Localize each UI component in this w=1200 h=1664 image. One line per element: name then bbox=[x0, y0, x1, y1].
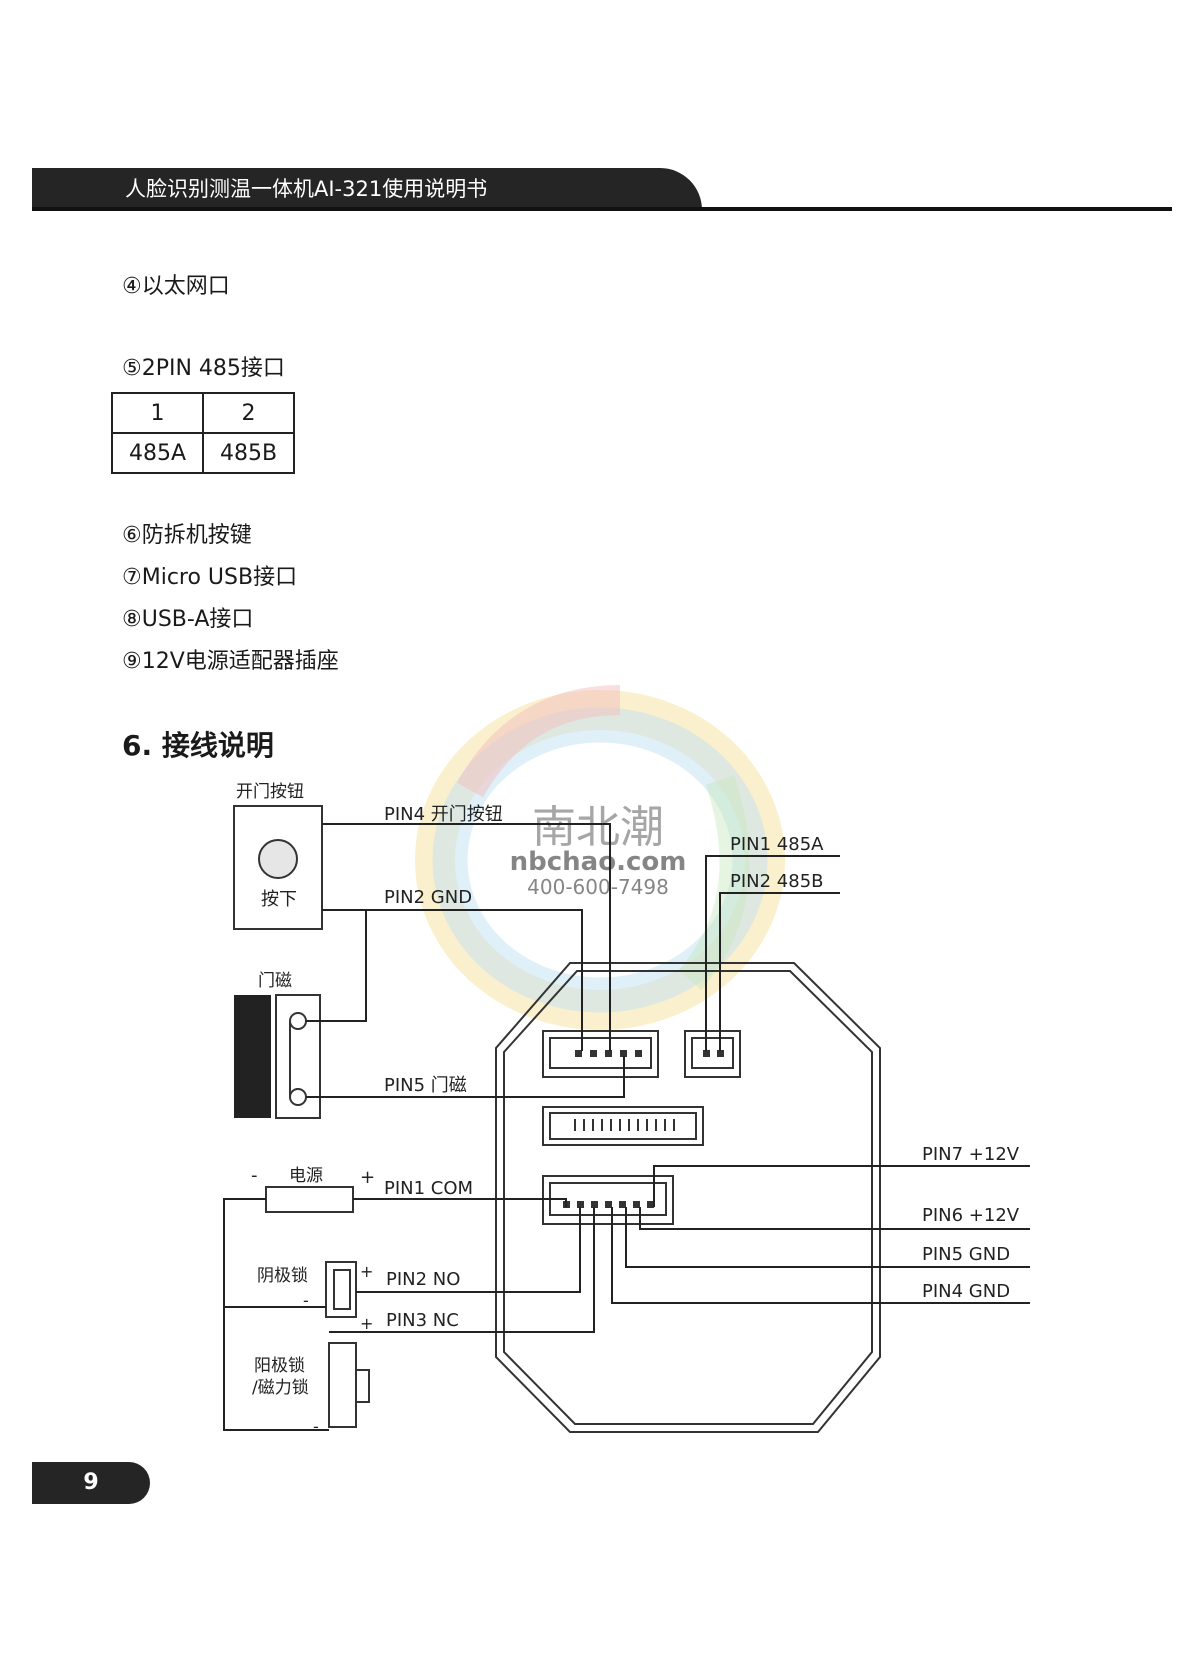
label-pin2-485b: PIN2 485B bbox=[730, 871, 824, 892]
header-tab bbox=[32, 168, 702, 210]
page-number-badge bbox=[32, 1462, 150, 1504]
anode-lock bbox=[328, 1342, 370, 1428]
pin-485-table: 1 2 485A 485B bbox=[111, 392, 295, 474]
door-sensor bbox=[234, 994, 321, 1119]
door-button-press-label: 按下 bbox=[261, 889, 297, 910]
label-pin1-com: PIN1 COM bbox=[384, 1178, 473, 1199]
watermark-brand-en: nbchao.com bbox=[510, 847, 687, 877]
anode-lock-title-line1: 阳极锁 bbox=[254, 1356, 305, 1376]
table-row: 485A 485B bbox=[111, 432, 295, 474]
header-divider bbox=[32, 207, 1172, 211]
cathode-lock bbox=[325, 1261, 357, 1318]
power-plus: + bbox=[360, 1167, 375, 1188]
table-cell: 2 bbox=[202, 392, 295, 434]
anode-lock-plus: + bbox=[360, 1314, 373, 1333]
wires bbox=[223, 823, 1030, 1431]
anode-lock-title-line2: /磁力锁 bbox=[252, 1378, 309, 1398]
cathode-lock-plus: + bbox=[360, 1262, 373, 1281]
list-item-micro-usb: ⑦Micro USB接口 bbox=[122, 565, 298, 590]
door-sensor-title: 门磁 bbox=[258, 971, 292, 991]
connector-485 bbox=[684, 1030, 741, 1078]
button-circle-icon bbox=[258, 839, 298, 879]
table-cell: 485A bbox=[111, 432, 204, 474]
watermark-phone: 400-600-7498 bbox=[527, 875, 669, 899]
list-item-tamper-button: ⑥防拆机按键 bbox=[122, 523, 252, 548]
label-pin6: PIN6 +12V bbox=[922, 1205, 1020, 1226]
watermark-logo bbox=[415, 685, 785, 1030]
power-title: 电源 bbox=[289, 1166, 323, 1186]
document-title: 人脸识别测温一体机AI-321使用说明书 bbox=[125, 177, 488, 201]
table-cell: 485B bbox=[202, 432, 295, 474]
device-body bbox=[495, 962, 881, 1433]
section-title: 6. 接线说明 bbox=[122, 729, 274, 762]
door-button-title: 开门按钮 bbox=[236, 782, 304, 802]
label-pin3-nc: PIN3 NC bbox=[386, 1310, 459, 1331]
connector-5pin bbox=[542, 1030, 659, 1078]
list-item-power-socket: ⑨12V电源适配器插座 bbox=[122, 649, 339, 674]
label-pin2-gnd: PIN2 GND bbox=[384, 887, 472, 908]
anode-lock-minus: - bbox=[313, 1417, 319, 1436]
table-row: 1 2 bbox=[111, 392, 295, 434]
list-item-usb-a: ⑧USB-A接口 bbox=[122, 607, 254, 632]
watermark-brand-cn: 南北潮 bbox=[532, 802, 664, 853]
power-minus: - bbox=[251, 1165, 258, 1186]
power-supply bbox=[265, 1186, 354, 1213]
door-button bbox=[233, 805, 323, 930]
label-pin2-no: PIN2 NO bbox=[386, 1269, 460, 1290]
label-pin1-485a: PIN1 485A bbox=[730, 834, 824, 855]
label-pin5-door: PIN5 门磁 bbox=[384, 1075, 467, 1096]
table-cell: 1 bbox=[111, 392, 204, 434]
connector-7pin bbox=[542, 1175, 674, 1225]
list-item-ethernet: ④以太网口 bbox=[122, 274, 230, 299]
page-number: 9 bbox=[83, 1470, 99, 1495]
cathode-lock-minus: - bbox=[303, 1291, 309, 1310]
connector-multipin bbox=[542, 1106, 704, 1146]
list-item-485-port: ⑤2PIN 485接口 bbox=[122, 356, 285, 381]
label-pin5-gnd: PIN5 GND bbox=[922, 1244, 1010, 1265]
label-pin4-button: PIN4 开门按钮 bbox=[384, 804, 503, 825]
label-pin4-gnd: PIN4 GND bbox=[922, 1281, 1010, 1302]
cathode-lock-title: 阴极锁 bbox=[257, 1266, 308, 1286]
label-pin7: PIN7 +12V bbox=[922, 1144, 1020, 1165]
